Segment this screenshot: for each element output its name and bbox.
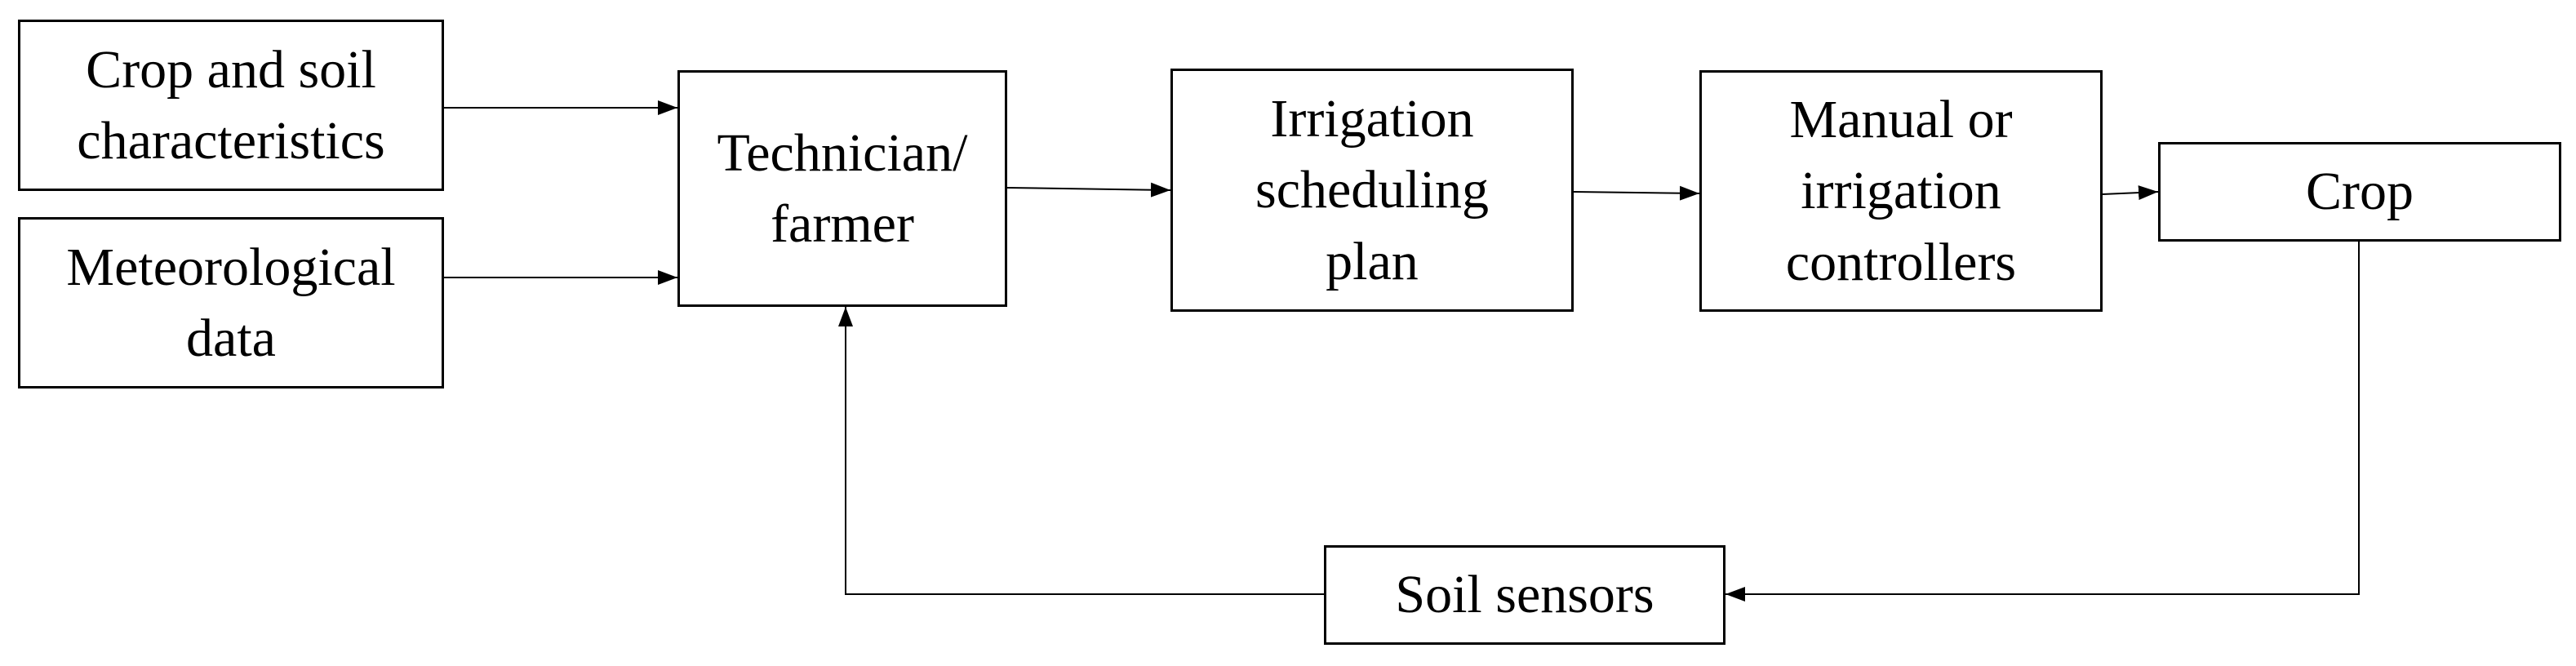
- manual-irrigation-controllers-box: Manual or irrigation controllers: [1699, 70, 2103, 312]
- arrow-plan-to-manual: [1573, 185, 1700, 201]
- irrigation-scheduling-plan-box: Irrigation scheduling plan: [1170, 69, 1574, 312]
- arrow-crop-to-sensors: [1725, 242, 2360, 602]
- arrow-technician-to-plan: [1006, 182, 1171, 198]
- crop-soil-characteristics-label: Crop and soil characteristics: [77, 39, 385, 171]
- arrow-sensors-to-technician: [838, 307, 1324, 595]
- meteorological-data-label: Meteorological data: [66, 237, 396, 368]
- meteorological-data-box: Meteorological data: [18, 217, 444, 388]
- soil-sensors-label: Soil sensors: [1395, 565, 1654, 625]
- arrow-manual-to-crop: [2102, 185, 2159, 201]
- crop-label: Crop: [2306, 162, 2414, 222]
- crop-box: Crop: [2158, 142, 2561, 242]
- crop-soil-characteristics-box: Crop and soil characteristics: [18, 20, 444, 191]
- technician-farmer-label: Technician/ farmer: [717, 122, 968, 254]
- irrigation-scheduling-plan-label: Irrigation scheduling plan: [1255, 89, 1489, 291]
- manual-irrigation-controllers-label: Manual or irrigation controllers: [1785, 90, 2017, 292]
- technician-farmer-box: Technician/ farmer: [677, 70, 1007, 307]
- soil-sensors-box: Soil sensors: [1324, 545, 1725, 645]
